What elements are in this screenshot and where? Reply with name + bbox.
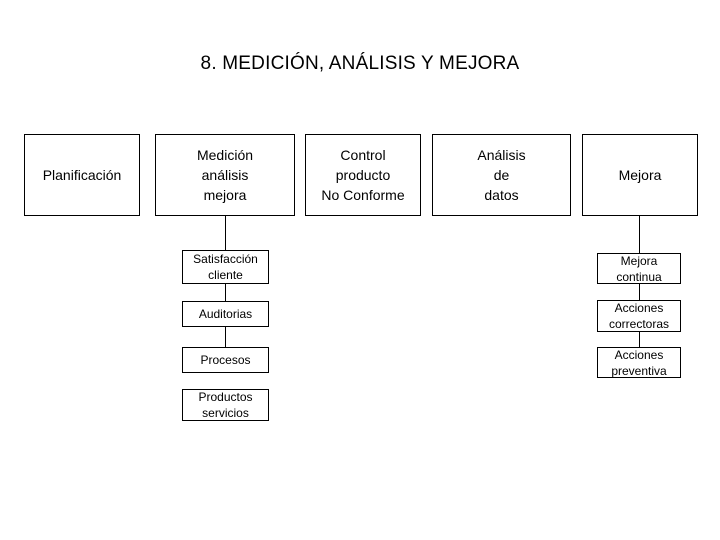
box-line: Medición [196,147,254,163]
box-line: de [493,167,510,183]
sub-box-mejora-continua: Mejora continua [597,253,681,284]
process-box-analisis-de-datos: Análisis de datos [432,134,571,216]
box-line: Mejora [620,253,658,268]
connector-line-medicion-to-satisfaccion [225,216,226,251]
process-box-planificacion: Planificación [24,134,140,216]
process-box-mejora: Mejora [582,134,698,216]
box-line: Acciones [614,301,664,315]
box-line: producto [335,167,391,183]
connector-line-acciones-correctoras-to-acciones-preventiva [639,332,640,348]
box-line: Productos [198,390,253,404]
box-line: Satisfacción [193,252,258,266]
sub-box-auditorias: Auditorias [182,301,269,327]
box-line: datos [484,187,519,203]
box-line: Procesos [200,353,251,367]
box-line: Análisis [477,147,526,163]
box-line: No Conforme [321,187,405,203]
connector-line-mejora-to-mejora-continua [639,216,640,254]
connector-line-satisfaccion-to-auditorias [225,284,226,302]
box-line: preventiva [611,363,667,378]
box-line: Auditorias [198,307,253,321]
box-line: análisis [201,167,249,183]
sub-box-satisfaccion-cliente: Satisfacción cliente [182,250,269,284]
box-line: Control [340,147,386,163]
box-line: correctoras [608,317,670,331]
box-line: continua [616,269,662,284]
sub-box-acciones-preventiva: Acciones preventiva [597,347,681,378]
box-line: Mejora [618,167,662,183]
process-box-control-producto-no-conforme: Control producto No Conforme [305,134,421,216]
box-line: mejora [203,187,247,203]
box-line: cliente [208,268,243,282]
connector-line-mejora-continua-to-acciones-correctoras [639,284,640,301]
box-line: Planificación [42,167,122,183]
page-title: 8. MEDICIÓN, ANÁLISIS Y MEJORA [200,53,520,74]
sub-box-acciones-correctoras: Acciones correctoras [597,300,681,332]
box-line: servicios [202,406,249,420]
sub-box-productos-servicios: Productos servicios [182,389,269,421]
box-line: Acciones [614,347,664,362]
sub-box-procesos: Procesos [182,347,269,373]
connector-line-auditorias-to-procesos [225,327,226,348]
process-box-medicion-analisis-mejora: Medición análisis mejora [155,134,295,216]
